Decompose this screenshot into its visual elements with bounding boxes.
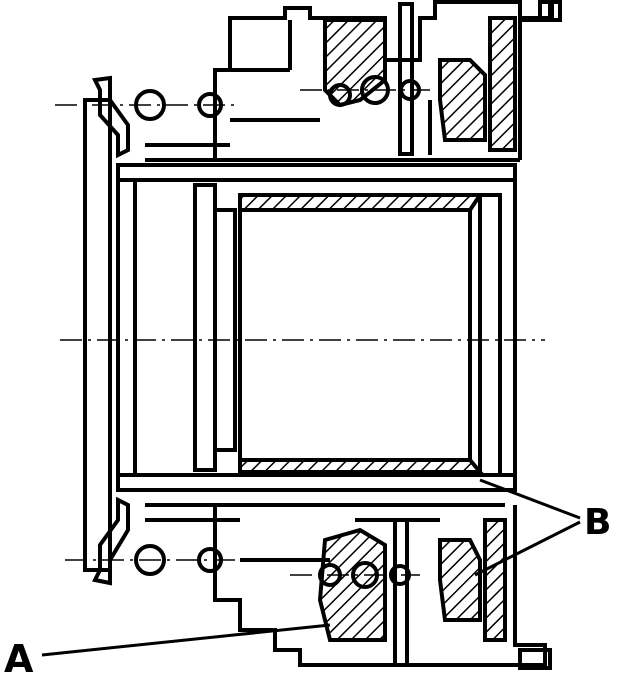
- centre-lines: [55, 89, 545, 576]
- callout-label-b: B: [584, 502, 612, 543]
- upper-housing: [145, 0, 562, 162]
- lower-hatched-section: [317, 518, 507, 642]
- guide-sleeve: [193, 183, 502, 477]
- leader-line-b-lower: [474, 520, 581, 577]
- upper-hatched-section: [323, 16, 517, 152]
- upper-bearing-balls: [134, 75, 421, 121]
- callout-label-a: A: [4, 637, 34, 681]
- lower-housing: [145, 503, 552, 670]
- leader-lines: [41, 478, 581, 657]
- lower-release-fork: [92, 496, 130, 586]
- outer-casing: [83, 98, 517, 572]
- leader-line-b-upper: [479, 478, 581, 520]
- leader-line-a: [41, 623, 331, 657]
